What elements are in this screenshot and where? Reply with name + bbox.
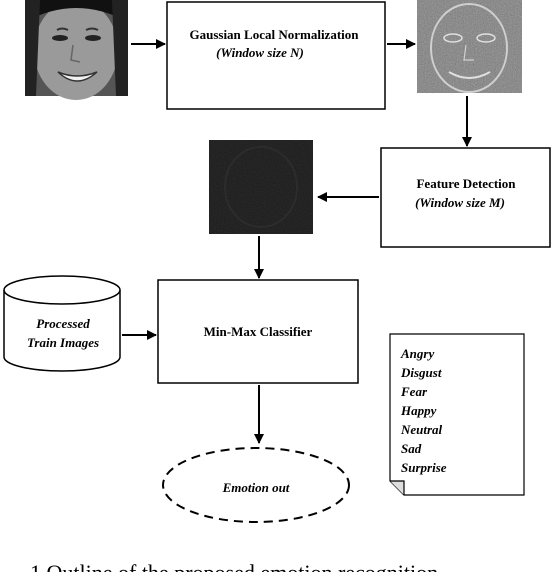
database-label-line1: Processed <box>36 316 90 331</box>
gaussian-window-size: (Window size N) <box>216 45 304 60</box>
normalized-face-image <box>417 0 522 93</box>
emotion-item: Surprise <box>401 460 447 475</box>
emotion-output-ellipse <box>162 447 350 523</box>
train-images-database <box>3 275 121 372</box>
classifier-title: Min-Max Classifier <box>204 324 313 339</box>
emotion-output-label: Emotion out <box>222 480 290 495</box>
feature-window-size: (Window size M) <box>415 195 505 210</box>
gaussian-normalization-box <box>166 1 386 110</box>
emotion-list-document <box>389 333 525 496</box>
classifier-box <box>157 279 359 384</box>
feature-detection-title: Feature Detection <box>416 176 516 191</box>
feature-map-image <box>209 140 313 234</box>
database-label-line2: Train Images <box>27 335 99 350</box>
emotion-item: Happy <box>400 403 437 418</box>
emotion-item: Fear <box>400 384 428 399</box>
input-face-image <box>25 0 128 100</box>
emotion-item: Neutral <box>400 422 443 437</box>
feature-detection-box <box>380 147 551 248</box>
emotion-item: Angry <box>400 346 434 361</box>
emotion-item: Sad <box>401 441 422 456</box>
emotion-item: Disgust <box>400 365 442 380</box>
figure-caption: 1 Outline of the proposed emotion recogn… <box>30 560 438 572</box>
gaussian-normalization-title: Gaussian Local Normalization <box>189 27 359 42</box>
